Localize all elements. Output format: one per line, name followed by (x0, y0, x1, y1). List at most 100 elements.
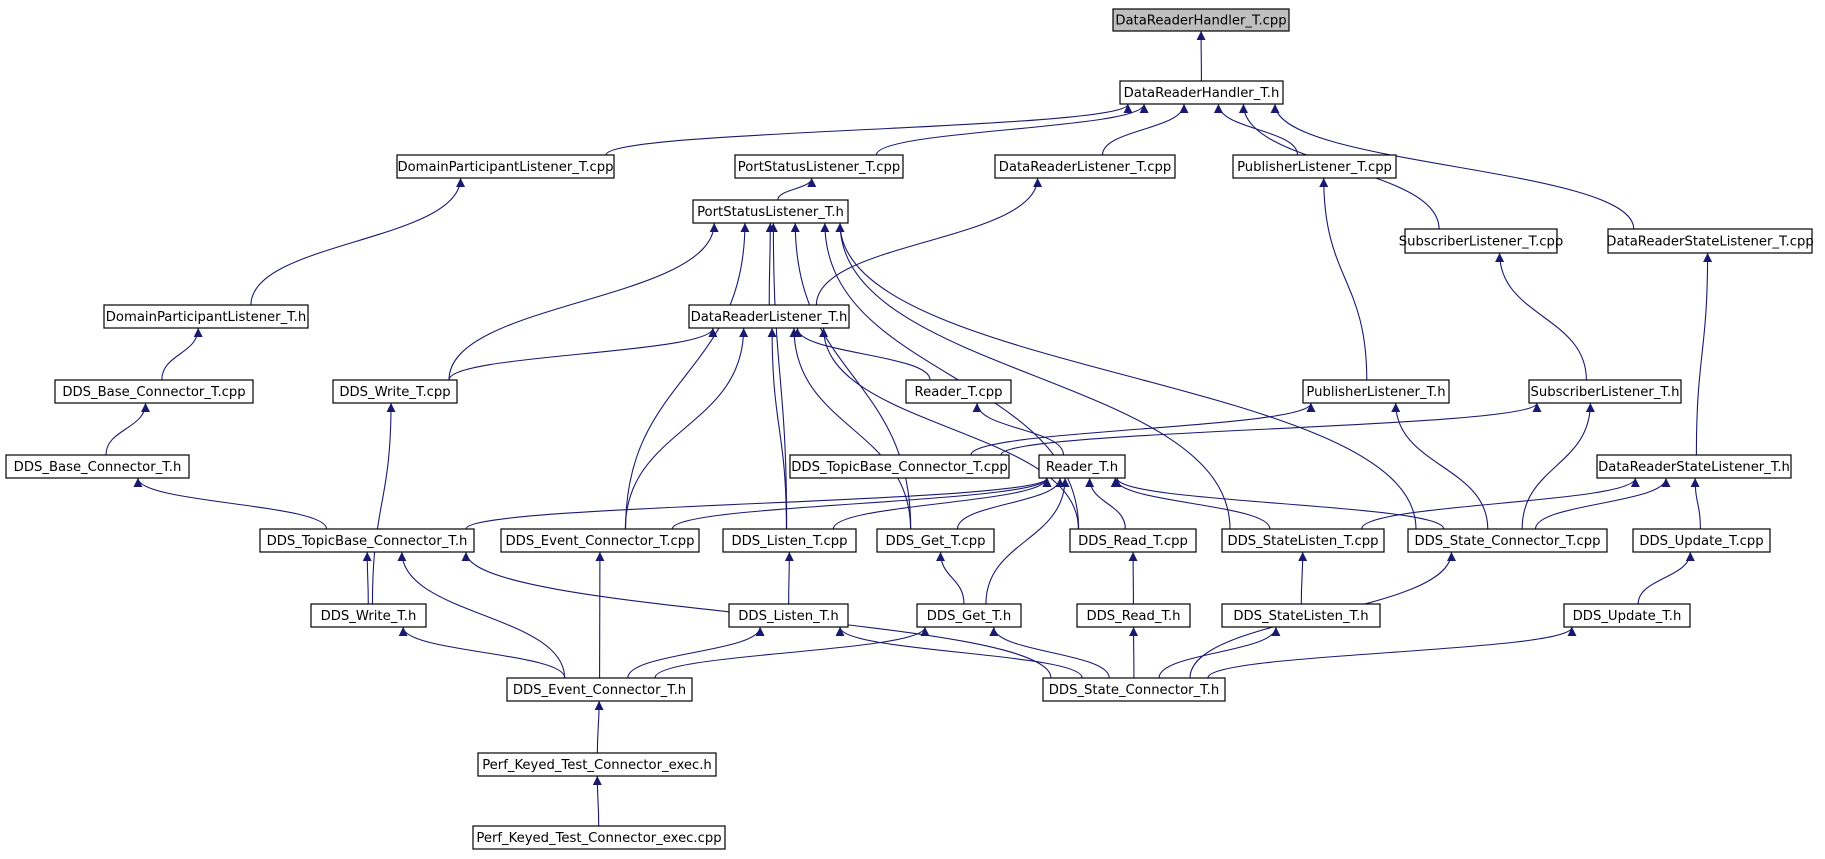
edge-dds-state-connector-t-h-to-dds-update-t-h (1207, 626, 1577, 679)
graph-node-datareaderstatelistener-t-cpp[interactable]: DataReaderStateListener_T.cpp (1606, 228, 1814, 254)
node-label: SubscriberListener_T.cpp (1399, 235, 1564, 250)
node-box (1038, 454, 1126, 479)
edge-reader-t-h-to-reader-t-cpp (972, 402, 1065, 456)
edge-dds-get-t-cpp-to-portstatuslistener-t-h (790, 222, 912, 530)
node-label: DDS_Get_T.h (927, 609, 1011, 624)
edge-publisherlistener-t-cpp-to-datareaderhandler-t-h (1213, 103, 1299, 156)
node-label: DDS_StateListen_T.h (1233, 609, 1368, 624)
graph-node-dds-read-t-h[interactable]: DDS_Read_T.h (1076, 603, 1191, 628)
graph-node-publisherlistener-t-cpp[interactable]: PublisherListener_T.cpp (1232, 154, 1397, 179)
edge-dds-state-connector-t-cpp-to-portstatuslistener-t-h (835, 222, 1417, 530)
edge-dds-topicbase-connector-t-h-to-dds-base-connector-t-h (133, 477, 328, 530)
nodes-layer: DataReaderHandler_T.cppDataReaderHandler… (5, 8, 1814, 850)
graph-node-perf-keyed-test-connector-exec-cpp[interactable]: Perf_Keyed_Test_Connector_exec.cpp (472, 825, 726, 850)
node-label: DDS_State_Connector_T.cpp (1414, 534, 1600, 549)
edge-dds-event-connector-t-cpp-to-reader-t-h (671, 477, 1052, 530)
node-label: DDS_Write_T.h (321, 609, 417, 624)
edge-dds-event-connector-t-h-to-dds-topicbase-connector-t-h (397, 551, 566, 679)
graph-node-dds-update-t-h[interactable]: DDS_Update_T.h (1563, 603, 1691, 628)
graph-node-portstatuslistener-t-h[interactable]: PortStatusListener_T.h (692, 199, 849, 224)
node-label: DDS_Update_T.h (1573, 609, 1682, 624)
node-label: DDS_Write_T.cpp (339, 385, 450, 400)
edge-dds-statelisten-t-cpp-to-datareaderstatelistener-t-h (1361, 477, 1640, 530)
edges-layer (105, 30, 1713, 827)
node-box (722, 528, 857, 553)
graph-node-perf-keyed-test-connector-exec-h[interactable]: Perf_Keyed_Test_Connector_exec.h (477, 752, 717, 777)
node-box (728, 603, 849, 628)
graph-node-dds-write-t-cpp[interactable]: DDS_Write_T.cpp (332, 379, 458, 404)
edge-dds-topicbase-connector-t-cpp-to-publisherlistener-t-h (970, 402, 1316, 456)
graph-node-portstatuslistener-t-cpp[interactable]: PortStatusListener_T.cpp (734, 154, 904, 179)
edge-dds-write-t-cpp-to-portstatuslistener-t-h (448, 222, 719, 381)
edge-dds-get-t-h-to-dds-get-t-cpp (936, 551, 965, 605)
graph-node-reader-t-cpp[interactable]: Reader_T.cpp (905, 379, 1012, 404)
graph-node-dds-read-t-cpp[interactable]: DDS_Read_T.cpp (1069, 528, 1197, 553)
edge-dds-listen-t-h-to-dds-listen-t-cpp (784, 551, 794, 605)
edge-publisherlistener-t-h-to-publisherlistener-t-cpp (1319, 177, 1368, 381)
graph-node-dds-topicbase-connector-t-cpp[interactable]: DDS_TopicBase_Connector_T.cpp (789, 454, 1010, 479)
graph-node-dds-topicbase-connector-t-h[interactable]: DDS_TopicBase_Connector_T.h (259, 528, 475, 553)
node-box (310, 603, 427, 628)
node-label: DDS_Read_T.h (1086, 609, 1180, 624)
node-box (1069, 528, 1197, 553)
edge-perf-keyed-test-connector-exec-cpp-to-perf-keyed-test-connector-exec-h (592, 775, 602, 827)
graph-node-reader-t-h[interactable]: Reader_T.h (1038, 454, 1126, 479)
node-box (1632, 528, 1771, 553)
node-box (1112, 8, 1290, 32)
node-label: DDS_TopicBase_Connector_T.h (267, 534, 468, 549)
edge-dds-get-t-cpp-to-datareaderlistener-t-h (789, 327, 912, 530)
graph-node-publisherlistener-t-h[interactable]: PublisherListener_T.h (1302, 379, 1450, 404)
graph-node-domainparticipantlistener-t-cpp[interactable]: DomainParticipantListener_T.cpp (396, 154, 615, 179)
graph-node-dds-event-connector-t-h[interactable]: DDS_Event_Connector_T.h (506, 677, 693, 702)
node-label: DataReaderStateListener_T.h (1598, 460, 1790, 475)
graph-node-dds-get-t-h[interactable]: DDS_Get_T.h (916, 603, 1022, 628)
node-box (1302, 379, 1450, 404)
graph-node-datareaderlistener-t-cpp[interactable]: DataReaderListener_T.cpp (994, 154, 1176, 179)
node-label: DDS_Listen_T.h (738, 609, 838, 624)
edge-dds-topicbase-connector-t-cpp-to-subscriberlistener-t-h (1000, 402, 1542, 456)
node-box (789, 454, 1010, 479)
edge-datareaderlistener-t-h-to-datareaderlistener-t-cpp (815, 177, 1043, 306)
graph-node-datareaderlistener-t-h[interactable]: DataReaderListener_T.h (688, 304, 850, 329)
graph-node-dds-write-t-h[interactable]: DDS_Write_T.h (310, 603, 427, 628)
node-box (1042, 677, 1226, 702)
graph-node-domainparticipantlistener-t-h[interactable]: DomainParticipantListener_T.h (103, 304, 309, 329)
edge-dds-read-t-cpp-to-reader-t-h (1085, 477, 1126, 530)
graph-node-dds-statelisten-t-h[interactable]: DDS_StateListen_T.h (1221, 603, 1381, 628)
node-label: DDS_TopicBase_Connector_T.cpp (791, 460, 1007, 475)
node-box (692, 199, 849, 224)
graph-node-dds-event-connector-t-cpp[interactable]: DDS_Event_Connector_T.cpp (500, 528, 700, 553)
edge-domainparticipantlistener-t-h-to-domainparticipantlistener-t-cpp (250, 177, 466, 306)
edge-dds-write-t-h-to-dds-write-t-cpp (371, 402, 396, 605)
node-label: DDS_Read_T.cpp (1078, 534, 1188, 549)
edge-dds-update-t-h-to-dds-update-t-cpp (1637, 551, 1695, 605)
graph-node-datareaderhandler-t-cpp[interactable]: DataReaderHandler_T.cpp (1112, 8, 1290, 32)
node-label: DomainParticipantListener_T.h (106, 310, 306, 325)
node-label: DDS_Update_T.cpp (1639, 534, 1763, 549)
graph-node-dds-update-t-cpp[interactable]: DDS_Update_T.cpp (1632, 528, 1771, 553)
graph-node-subscriberlistener-t-cpp[interactable]: SubscriberListener_T.cpp (1399, 228, 1564, 254)
node-box (103, 304, 309, 329)
edge-dds-state-connector-t-h-to-dds-statelisten-t-h (1158, 626, 1281, 679)
graph-node-dds-statelisten-t-cpp[interactable]: DDS_StateListen_T.cpp (1221, 528, 1385, 553)
graph-node-dds-listen-t-cpp[interactable]: DDS_Listen_T.cpp (722, 528, 857, 553)
graph-node-datareaderhandler-t-h[interactable]: DataReaderHandler_T.h (1119, 80, 1284, 105)
node-box (1221, 528, 1385, 553)
edge-dds-state-connector-t-cpp-to-subscriberlistener-t-h (1521, 402, 1595, 530)
edge-datareaderlistener-t-cpp-to-datareaderhandler-t-h (1101, 103, 1189, 156)
graph-node-datareaderstatelistener-t-h[interactable]: DataReaderStateListener_T.h (1596, 454, 1792, 479)
node-box (994, 154, 1176, 179)
graph-node-dds-get-t-cpp[interactable]: DDS_Get_T.cpp (876, 528, 995, 553)
edge-dds-event-connector-t-h-to-dds-write-t-h (398, 626, 566, 679)
node-box (54, 379, 254, 404)
graph-node-dds-state-connector-t-h[interactable]: DDS_State_Connector_T.h (1042, 677, 1226, 702)
node-label: PublisherListener_T.cpp (1237, 160, 1392, 175)
graph-node-subscriberlistener-t-h[interactable]: SubscriberListener_T.h (1528, 379, 1682, 404)
graph-node-dds-listen-t-h[interactable]: DDS_Listen_T.h (728, 603, 849, 628)
graph-node-dds-state-connector-t-cpp[interactable]: DDS_State_Connector_T.cpp (1407, 528, 1608, 553)
edge-dds-write-t-cpp-to-datareaderlistener-t-h (448, 327, 718, 381)
graph-node-dds-base-connector-t-cpp[interactable]: DDS_Base_Connector_T.cpp (54, 379, 254, 404)
edge-dds-listen-t-cpp-to-datareaderlistener-t-h (767, 327, 787, 530)
graph-node-dds-base-connector-t-h[interactable]: DDS_Base_Connector_T.h (5, 454, 190, 479)
edge-domainparticipantlistener-t-cpp-to-datareaderhandler-t-h (605, 103, 1133, 156)
